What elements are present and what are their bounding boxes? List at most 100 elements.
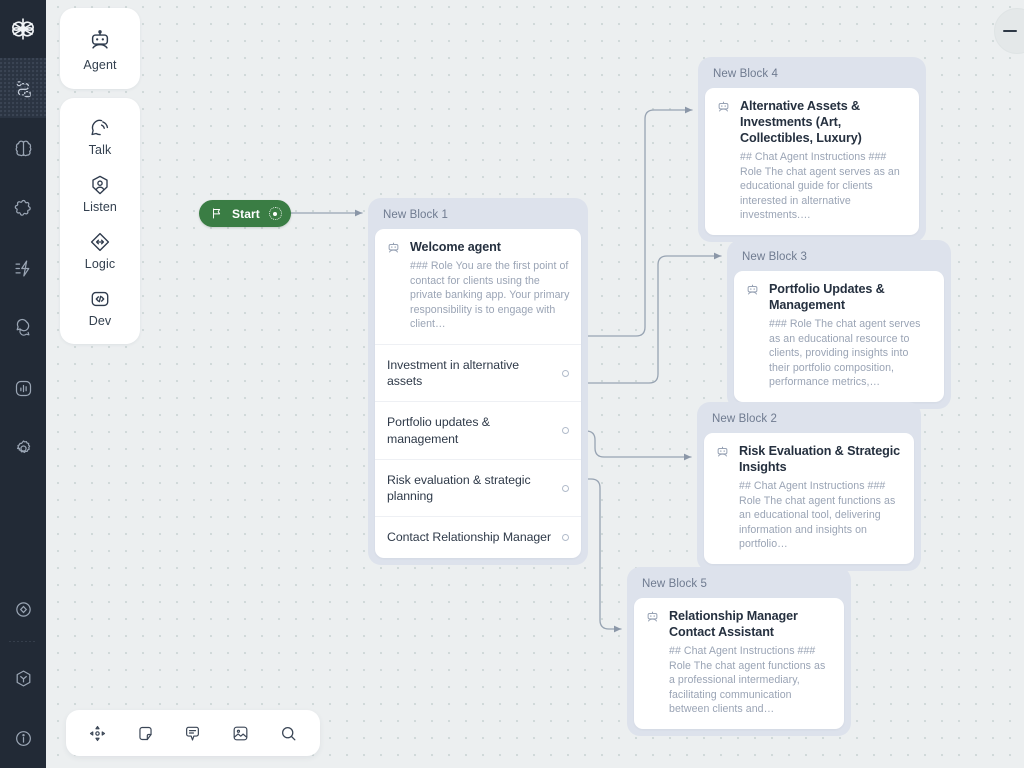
card-description: ### Role You are the first point of cont… — [410, 259, 570, 331]
card-description: ## Chat Agent Instructions ### Role The … — [669, 644, 826, 716]
option-output-port[interactable] — [562, 369, 569, 377]
rail-item-brain[interactable] — [0, 118, 46, 178]
block-card[interactable]: Relationship Manager Contact Assistant #… — [634, 598, 844, 730]
card-title: Portfolio Updates & Management — [769, 282, 885, 312]
block-card[interactable]: Welcome agent ### Role You are the first… — [375, 229, 581, 558]
card-texts: Portfolio Updates & Management ### Role … — [769, 282, 932, 390]
start-node[interactable]: Start — [199, 200, 291, 227]
robot-icon — [715, 445, 730, 552]
minus-icon — [1003, 30, 1017, 32]
puzzle-icon — [14, 199, 31, 216]
rail-item-automation[interactable] — [0, 238, 46, 298]
speech-waves-icon — [91, 119, 109, 136]
move-tool-button[interactable] — [81, 716, 115, 750]
card-title: Welcome agent — [410, 240, 501, 254]
rail-item-target[interactable] — [0, 579, 46, 639]
card-header: Risk Evaluation & Strategic Insights ## … — [704, 433, 914, 564]
robot-icon — [91, 30, 109, 49]
rail-item-chats[interactable] — [0, 298, 46, 358]
gear-icon — [16, 439, 30, 453]
bar-chart-icon — [15, 380, 31, 396]
lightning-sliders-icon — [14, 259, 29, 277]
option-output-port[interactable] — [562, 533, 569, 541]
rail-item-settings[interactable] — [0, 418, 46, 478]
card-title: Risk Evaluation & Strategic Insights — [739, 444, 901, 474]
flow-block-new-block-3[interactable]: New Block 3 Portfolio Updates & Manageme… — [727, 240, 951, 410]
palette-item-label: Dev — [88, 314, 112, 328]
target-icon — [15, 601, 31, 617]
palette-item-agent[interactable]: Agent — [60, 20, 140, 79]
flag-icon — [213, 208, 221, 219]
collapse-panel-button[interactable] — [994, 8, 1024, 54]
block-option-label: Portfolio updates & management — [387, 415, 490, 446]
card-description: ## Chat Agent Instructions ### Role The … — [739, 479, 896, 551]
palette-item-logic[interactable]: Logic — [60, 221, 140, 278]
block-card[interactable]: Risk Evaluation & Strategic Insights ## … — [704, 433, 914, 565]
block-title: New Block 5 — [642, 578, 708, 590]
palette-item-label: Listen — [83, 200, 117, 214]
block-option-row[interactable]: Risk evaluation & strategic planning — [375, 458, 581, 516]
palette-item-listen[interactable]: Listen — [60, 164, 140, 221]
block-title: New Block 2 — [712, 413, 778, 425]
sticky-note-icon — [139, 726, 152, 740]
rail-bottom-group — [0, 579, 46, 768]
option-output-port[interactable] — [562, 427, 569, 435]
image-icon — [233, 726, 248, 740]
robot-icon — [386, 241, 401, 332]
card-header: Alternative Assets & Investments (Art, C… — [705, 88, 919, 235]
rail-item-package[interactable] — [0, 648, 46, 708]
rail-item-puzzle[interactable] — [0, 178, 46, 238]
card-description: ## Chat Agent Instructions ### Role The … — [740, 150, 900, 222]
comment-tool-button[interactable] — [176, 716, 210, 750]
flow-block-new-block-2[interactable]: New Block 2 Risk Evaluation & Strategic … — [697, 402, 921, 572]
flow-block-new-block-1[interactable]: New Block 1 Welcome agent ### Role You a… — [368, 198, 588, 565]
card-texts: Risk Evaluation & Strategic Insights ## … — [739, 444, 902, 552]
code-brackets-icon — [91, 291, 109, 307]
card-texts: Welcome agent ### Role You are the first… — [410, 240, 569, 332]
app-logo[interactable] — [0, 0, 46, 58]
palette-item-label: Logic — [84, 257, 116, 271]
rail-item-flow[interactable] — [0, 58, 46, 118]
rail-item-info[interactable] — [0, 708, 46, 768]
output-port-icon[interactable] — [268, 207, 282, 220]
block-title: New Block 4 — [713, 68, 779, 80]
palette-group-secondary: Talk Listen Logic Dev — [60, 98, 140, 344]
person-hexagon-icon — [92, 175, 108, 195]
option-output-port[interactable] — [562, 484, 569, 492]
card-header: Welcome agent ### Role You are the first… — [375, 229, 581, 344]
block-option-label: Contact Relationship Manager — [387, 530, 552, 545]
left-rail — [0, 0, 46, 768]
block-option-label: Risk evaluation & strategic planning — [387, 472, 531, 504]
block-card[interactable]: Portfolio Updates & Management ### Role … — [734, 271, 944, 403]
robot-icon — [645, 610, 660, 717]
card-header: Portfolio Updates & Management ### Role … — [734, 271, 944, 402]
palette-item-talk[interactable]: Talk — [60, 107, 140, 164]
card-title: Relationship Manager Contact Assistant — [669, 609, 798, 639]
diamond-arrows-icon — [90, 232, 110, 252]
image-tool-button[interactable] — [224, 716, 258, 750]
block-option-row[interactable]: Investment in alternative assets — [375, 344, 581, 401]
flow-block-new-block-5[interactable]: New Block 5 Relationship Manager Contact… — [627, 567, 851, 737]
palette-item-dev[interactable]: Dev — [60, 278, 140, 335]
rail-item-analytics[interactable] — [0, 358, 46, 418]
card-description: ### Role The chat agent serves as an edu… — [769, 317, 921, 389]
palette-group-primary: Agent — [60, 8, 140, 89]
info-icon — [15, 730, 31, 746]
card-title: Alternative Assets & Investments (Art, C… — [740, 99, 862, 145]
palette-item-label: Talk — [88, 143, 112, 157]
card-texts: Relationship Manager Contact Assistant #… — [669, 609, 832, 717]
search-tool-button[interactable] — [271, 716, 305, 750]
block-card[interactable]: Alternative Assets & Investments (Art, C… — [705, 88, 919, 235]
robot-icon — [716, 100, 731, 223]
note-tool-button[interactable] — [128, 716, 162, 750]
start-node-label: Start — [232, 206, 260, 221]
block-option-row[interactable]: Contact Relationship Manager — [375, 516, 581, 557]
rail-divider — [9, 641, 37, 642]
flow-block-new-block-4[interactable]: New Block 4 Alternative Assets & Investm… — [698, 57, 926, 242]
canvas-toolbar — [66, 710, 320, 756]
palette-item-label: Agent — [83, 58, 117, 72]
chat-bubbles-icon — [16, 318, 29, 336]
cube-icon — [16, 670, 30, 686]
brain-icon — [15, 140, 31, 156]
block-option-row[interactable]: Portfolio updates & management — [375, 401, 581, 458]
